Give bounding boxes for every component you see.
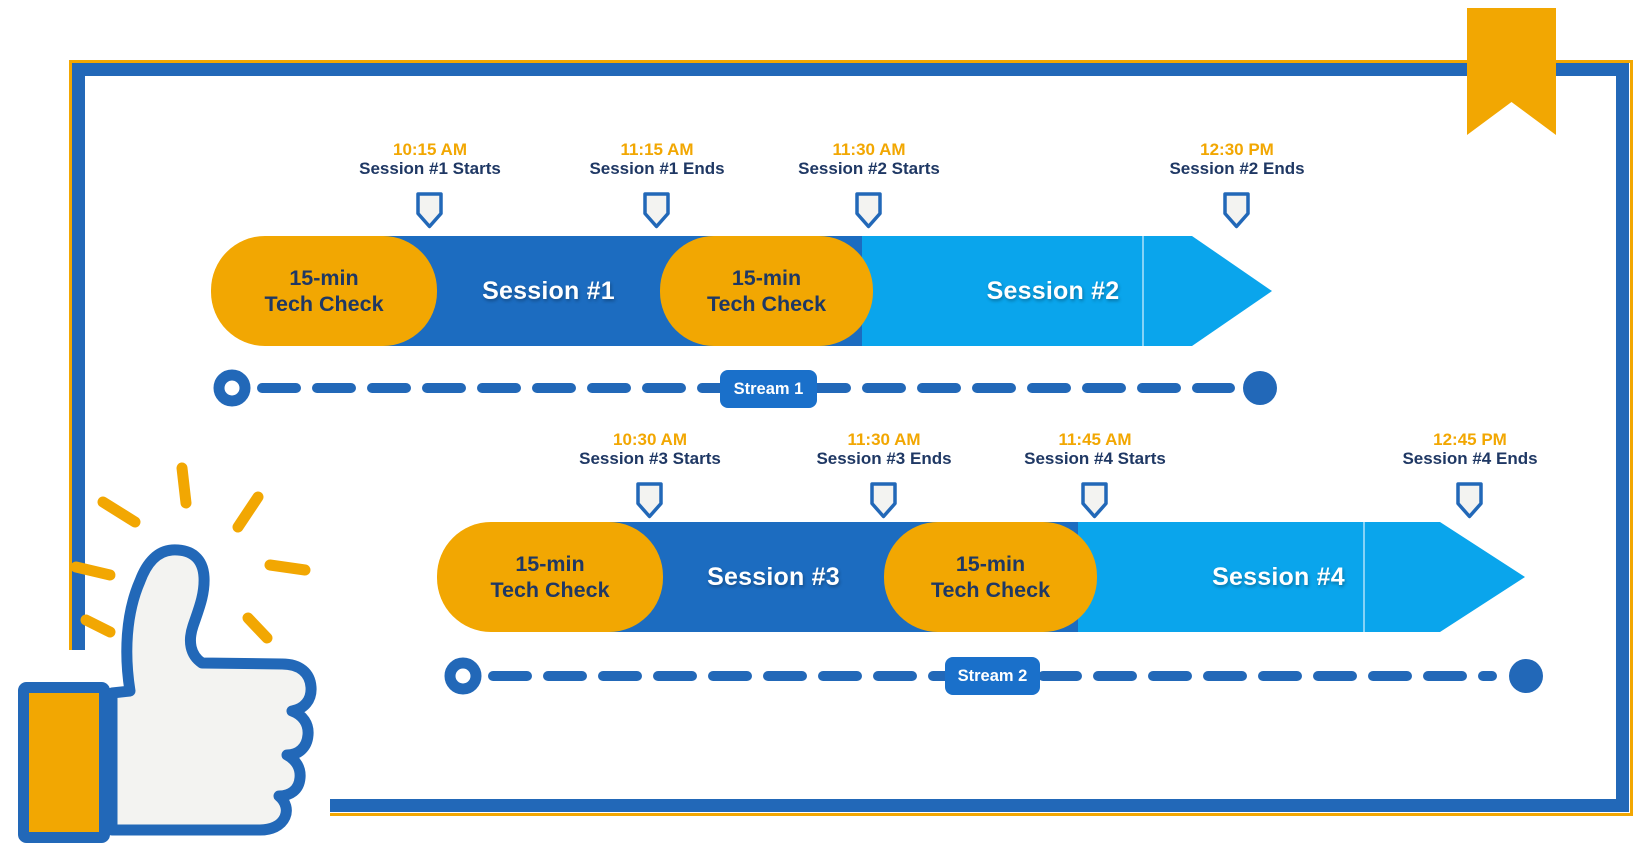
session4-bar: Session #4 [1078,522,1525,632]
marker-session4-end: 12:45 PM Session #4 Ends [1360,430,1580,468]
thumb-cuff [18,682,110,843]
marker-time: 10:15 AM [392,140,467,159]
marker-time: 11:30 AM [832,140,906,159]
shield-pin-icon [416,192,443,229]
tech-check-line2: Tech Check [490,578,610,602]
stream-end-dot [1243,371,1277,405]
tech-check-line2: Tech Check [264,292,384,316]
marker-session4-start: 11:45 AM Session #4 Starts [985,430,1205,468]
shield-pin-icon [1081,482,1108,519]
marker-event: Session #2 Ends [1169,159,1305,178]
marker-time: 11:45 AM [1058,430,1132,449]
marker-time: 12:45 PM [1433,430,1507,449]
stream-start-ring [213,369,251,407]
tech-check-line1: 15-min [289,266,359,290]
frame-accent-border [69,60,1633,816]
session2-label: Session #2 [986,276,1120,305]
marker-session3-start: 10:30 AM Session #3 Starts [540,430,760,468]
burst-lines-icon [70,462,311,644]
marker-session1-end: 11:15 AM Session #1 Ends [547,140,767,178]
shield-pin-icon [643,192,670,229]
tech-check-line1: 15-min [731,266,802,290]
marker-session2-end: 12:30 PM Session #2 Ends [1127,140,1347,178]
tech-check-pill: 15-min Tech Check [884,522,1097,632]
marker-event: Session #3 Starts [579,449,721,468]
shield-pin-icon [855,192,882,229]
session1-label: Session #1 [482,276,615,305]
tech-check-pill: 15-min Tech Check [437,522,663,632]
marker-time: 11:30 AM [847,430,921,449]
tech-check-pill: 15-min Tech Check [660,236,873,346]
session2-bar: Session #2 [862,236,1272,346]
tech-check-line2: Tech Check [930,578,1051,602]
stream-end-dot [1509,659,1543,693]
marker-time: 10:30 AM [612,430,687,449]
marker-event: Session #4 Ends [1402,449,1538,468]
tech-check-line1: 15-min [955,552,1026,576]
tech-check-line1: 15-min [515,552,585,576]
tech-check-line2: Tech Check [706,292,827,316]
bar-seam [1142,236,1144,346]
session3-label: Session #3 [707,562,840,591]
shield-pin-icon [1456,482,1483,519]
marker-event: Session #3 Ends [816,449,952,468]
bar-seam [1363,522,1365,632]
frame-border [72,63,1629,812]
marker-time: 11:15 AM [620,140,694,159]
shield-pin-icon [870,482,897,519]
marker-event: Session #1 Ends [589,159,725,178]
marker-session3-end: 11:30 AM Session #3 Ends [774,430,994,468]
marker-event: Session #4 Starts [1024,449,1166,468]
stream1-line [213,369,1277,407]
marker-event: Session #1 Starts [359,159,501,178]
session4-label: Session #4 [1212,562,1345,591]
marker-session2-start: 11:30 AM Session #2 Starts [759,140,979,178]
marker-event: Session #2 Starts [798,159,940,178]
marker-session1-start: 10:15 AM Session #1 Starts [320,140,540,178]
thumb-hand [106,544,317,836]
thumbs-up-icon [0,462,330,863]
shield-pin-icon [636,482,663,519]
stream-start-ring [444,657,482,695]
tech-check-pill: 15-min Tech Check [211,236,437,346]
shield-pin-icon [1223,192,1250,229]
stream1-badge: Stream 1 [720,370,817,408]
stream2-badge: Stream 2 [945,657,1040,695]
marker-time: 12:30 PM [1200,140,1274,159]
